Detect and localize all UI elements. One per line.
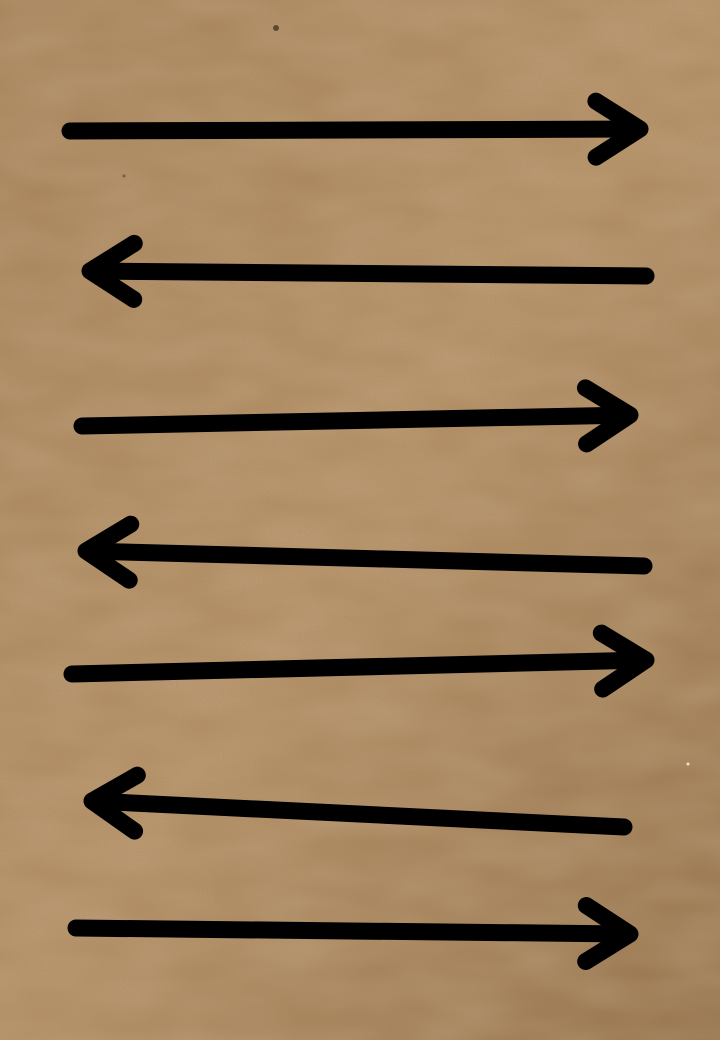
arrow-head: [83, 766, 146, 840]
arrow-shaft: [67, 919, 635, 943]
arrow-head: [576, 379, 639, 453]
arrow-shaft: [73, 406, 635, 435]
arrow-head: [587, 92, 649, 166]
arrow-shaft: [63, 651, 651, 683]
arrow-head: [77, 515, 140, 589]
arrow-left: [83, 766, 633, 840]
arrow-right: [67, 897, 639, 971]
arrow-shaft: [85, 262, 655, 285]
arrow-left: [81, 234, 655, 308]
arrow-head: [592, 624, 655, 698]
arrow-shaft: [81, 542, 653, 575]
speck: [686, 762, 690, 766]
arrow-shaft: [87, 792, 633, 836]
speck: [122, 174, 126, 178]
speck: [273, 25, 279, 31]
arrow-right: [63, 624, 655, 698]
arrow-right: [73, 379, 639, 453]
arrow-head: [577, 897, 639, 971]
arrow-group: [61, 92, 655, 971]
arrow-head: [81, 234, 143, 308]
arrow-left: [77, 515, 653, 589]
arrow-shaft: [61, 120, 645, 140]
arrow-right: [61, 92, 649, 166]
